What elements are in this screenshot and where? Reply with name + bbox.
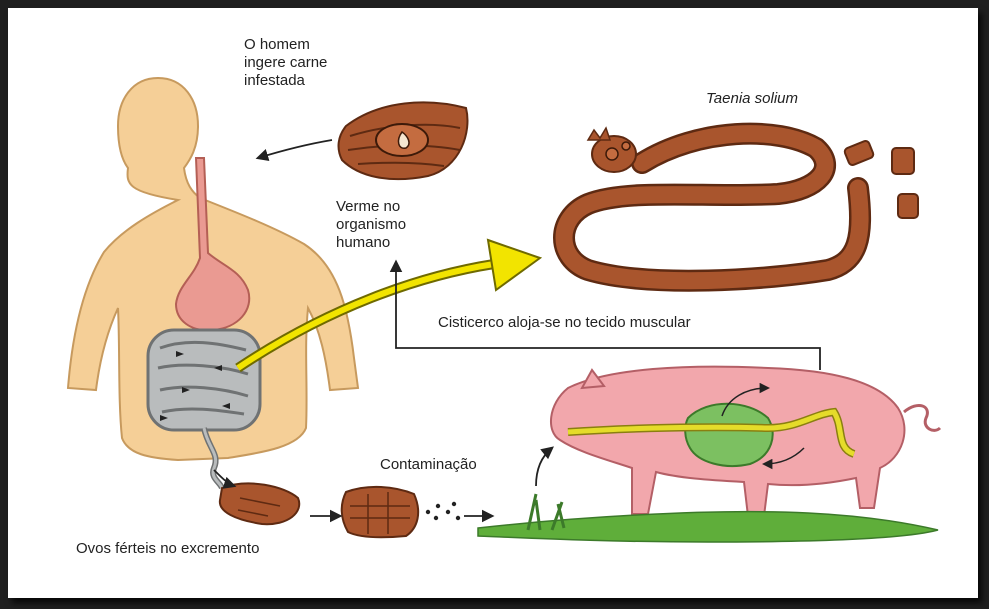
pig bbox=[551, 367, 940, 516]
label-worm-in-body: Verme no organismo humano bbox=[336, 198, 406, 252]
diagram-frame: O homem ingere carne infestada Taenia so… bbox=[8, 8, 978, 598]
excrement-eggs bbox=[220, 483, 460, 537]
contamination-arrow bbox=[536, 448, 552, 486]
label-ingest-meat: O homem ingere carne infestada bbox=[244, 36, 327, 90]
tapeworm bbox=[564, 128, 918, 281]
label-cysticercus: Cisticerco aloja-se no tecido muscular bbox=[438, 314, 691, 332]
label-contamination: Contaminação bbox=[380, 456, 477, 474]
label-eggs: Ovos férteis no excremento bbox=[76, 540, 259, 558]
intestines bbox=[148, 330, 260, 488]
infested-meat bbox=[339, 102, 468, 179]
label-species: Taenia solium bbox=[706, 90, 798, 108]
meat-to-human-arrow bbox=[258, 140, 332, 158]
taenia-lifecycle-art bbox=[8, 8, 978, 598]
